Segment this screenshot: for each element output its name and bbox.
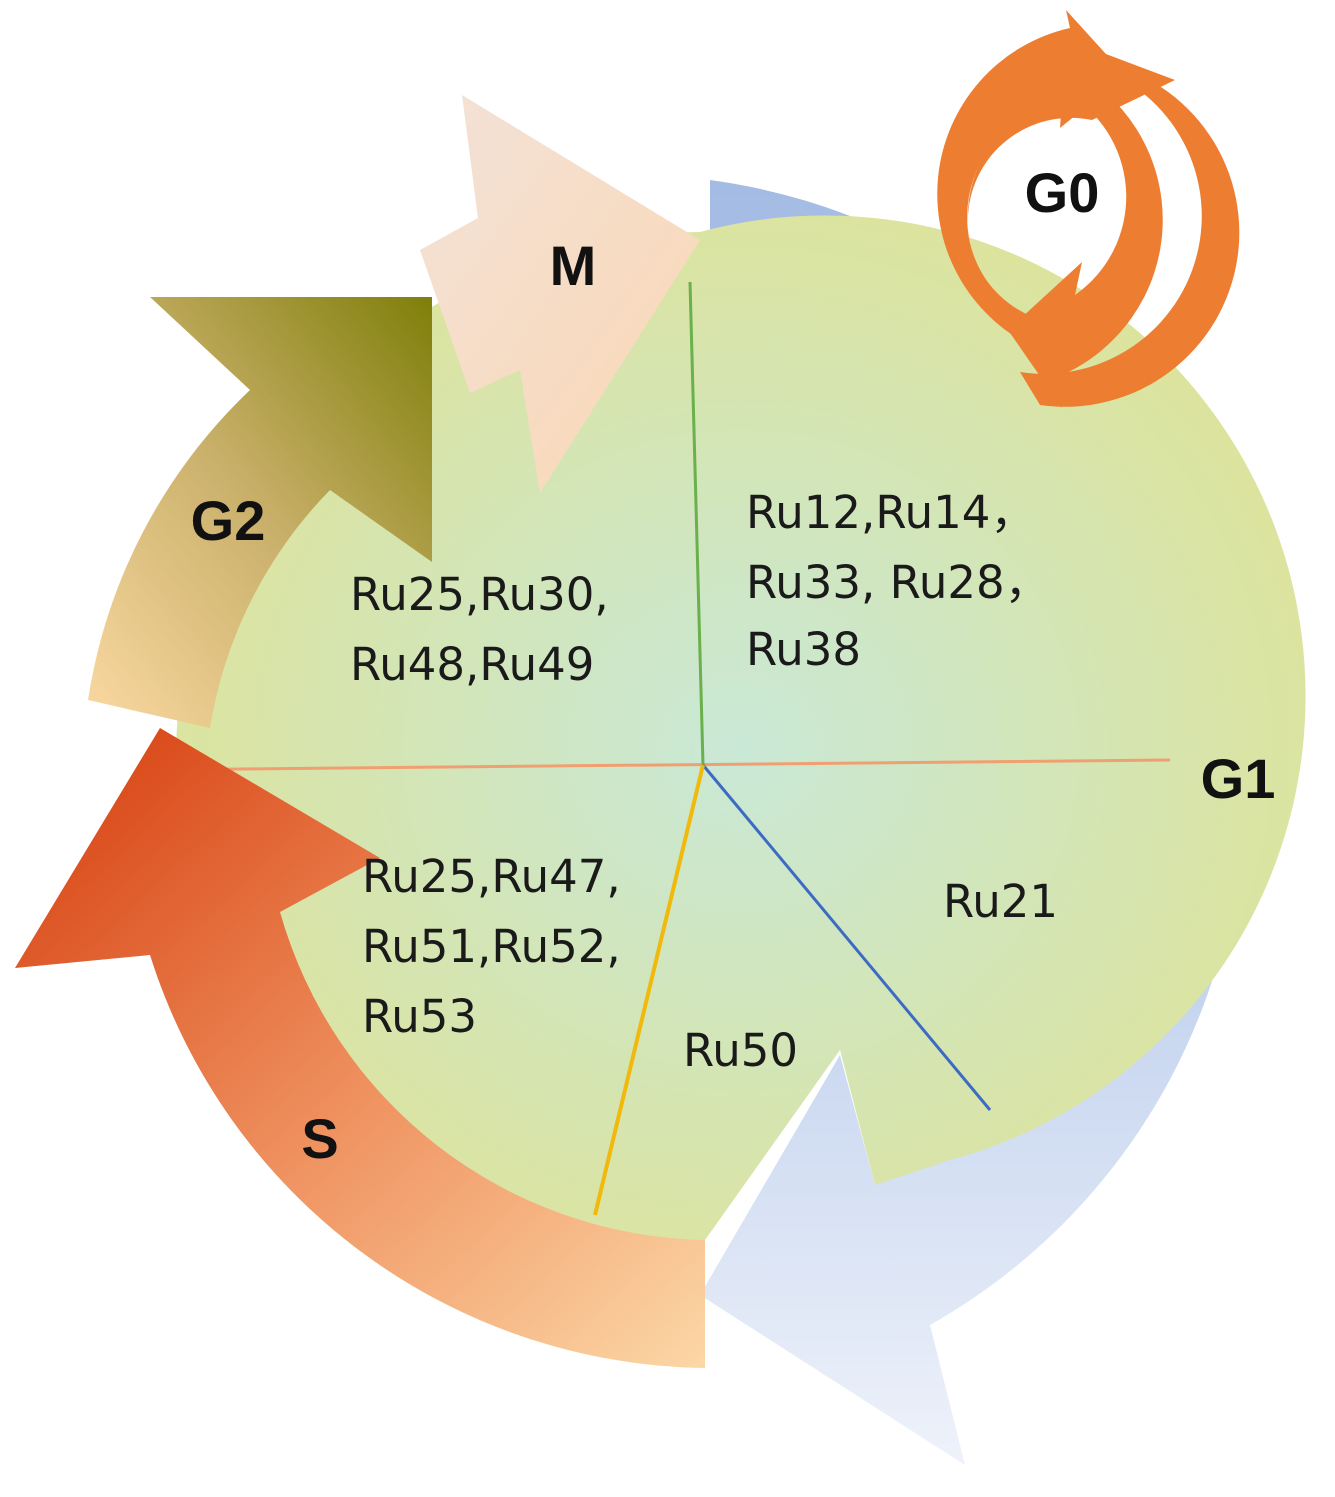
group-line: Ru48,Ru49 [350,638,594,691]
g2-arrow [88,297,432,728]
group-line: Ru50 [683,1024,798,1077]
group-line: Ru25,Ru30, [350,568,609,621]
group-line: Ru33, Ru28， [746,556,1050,609]
group-line: Ru38 [746,623,861,676]
group-line: Ru21 [943,875,1058,928]
s-label: S [301,1107,338,1170]
group-line: Ru51,Ru52, [362,920,621,973]
divider-blue [701,764,992,1111]
g2-label: G2 [191,489,266,552]
cell-disc [175,215,1306,1286]
divider-green [688,281,705,766]
s-arrow [15,728,705,1368]
m-label: M [550,234,597,297]
g0-label: G0 [1025,161,1100,224]
g1-lower-group: Ru21 [943,875,1058,928]
s-left-group: Ru25,Ru47, Ru51,Ru52, Ru53 [362,850,635,1043]
divider-horizontal [139,758,1171,772]
s-right-group: Ru50 [683,1024,798,1077]
g1-upper-group: Ru12,Ru14， Ru33, Ru28， Ru38 [746,486,1064,676]
group-line: Ru53 [362,990,477,1043]
g2m-group: Ru25,Ru30, Ru48,Ru49 [350,568,623,691]
m-arrow [420,95,700,493]
divider-yellow [593,764,705,1216]
g0-cycle-icon [937,10,1240,408]
group-line: Ru12,Ru14， [746,486,1035,539]
group-line: Ru25,Ru47, [362,850,621,903]
g1-label: G1 [1201,747,1276,810]
